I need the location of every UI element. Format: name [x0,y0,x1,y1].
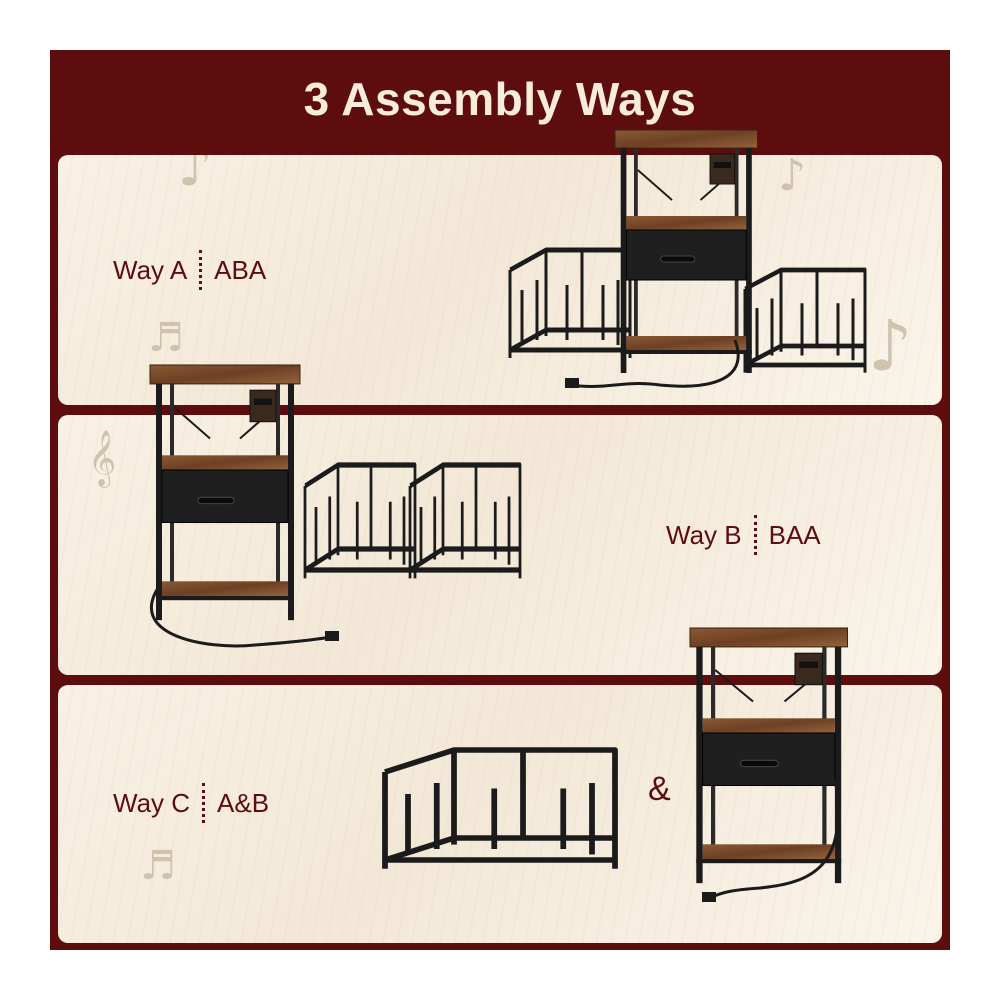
music-note-icon: ♪ [778,155,807,201]
way-code: A&B [217,787,270,818]
way-c-rack-image [385,740,635,890]
way-a-panel: ♪ ♪ ♬ ♪ Way A ABA [58,155,942,405]
way-name: Way C [113,787,191,818]
dotted-divider [202,783,206,823]
music-note-icon: ♬ [140,843,176,889]
music-note-icon: ♪ [178,155,213,198]
music-note-icon: ♬ [148,315,184,361]
way-c-stand-image [688,626,849,902]
way-name: Way A [113,254,188,285]
dotted-divider [199,250,203,290]
way-a-product-image [510,129,870,388]
way-a-label: Way A ABA [113,250,266,290]
way-name: Way B [666,519,742,550]
dotted-divider [753,515,757,555]
page-title: 3 Assembly Ways [303,73,697,125]
treble-clef-icon: 𝄞 [88,430,117,486]
way-c-label: Way C A&B [113,783,269,823]
ampersand: & [648,770,671,808]
music-note-icon: ♪ [868,305,913,387]
way-b-label: Way B BAA [666,515,821,555]
way-code: BAA [768,519,821,550]
way-b-product-image [148,363,545,648]
assembly-graphic: 3 Assembly Ways ♪ ♪ ♬ ♪ Way A ABA 𝄞 Way … [50,50,950,950]
way-code: ABA [214,254,267,285]
